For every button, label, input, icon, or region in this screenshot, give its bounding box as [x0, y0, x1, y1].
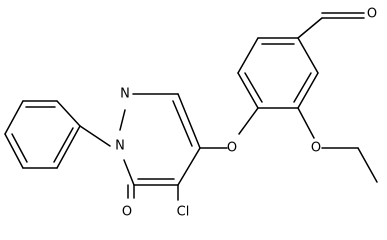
- aldehyde-ring-bond: [297, 17, 323, 39]
- aldehyde-oxygen-label: O: [367, 7, 377, 22]
- carbonyl-oxygen-label: O: [122, 205, 132, 220]
- phenyl-bond-3: [4, 100, 24, 135]
- pyridazinone-bond-c3-n2: [123, 159, 135, 186]
- benzene-bond-2: [237, 37, 259, 74]
- pyridazinone-bond-n2-n1: [119, 109, 126, 131]
- ethoxy-ring-bond: [297, 107, 315, 139]
- ethoxy-oxygen-label: O: [311, 141, 321, 156]
- phenyl-n-bond: [79, 125, 111, 147]
- benzene-bond-3: [237, 72, 259, 109]
- benzene-bond-3-inner: [244, 72, 263, 103]
- pyridazinone-bond-c6-c5: [177, 93, 201, 149]
- ether-oxygen-label: O: [227, 141, 237, 156]
- pyridazinone-bond-c5-c4: [177, 147, 201, 186]
- benzene-bond-5: [297, 72, 319, 109]
- ring-nitrogen-upper-label: N: [120, 87, 130, 102]
- ether-ring-bond: [238, 107, 259, 135]
- ethoxy-ch2-ch3-bond: [357, 147, 378, 183]
- phenyl-bond-4: [4, 133, 24, 169]
- phenyl-bond-1: [56, 100, 81, 127]
- ring-nitrogen-lower-label: N: [115, 139, 125, 154]
- phenyl-bond-6-inner: [53, 127, 74, 163]
- benzene-bond-5-inner: [293, 72, 312, 103]
- benzene-bond-6: [297, 37, 319, 74]
- structure-diagram: O N N O O O Cl: [4, 7, 378, 220]
- structure-canvas: O N N O O O Cl: [4, 7, 378, 220]
- phenyl-bond-6: [56, 125, 81, 169]
- pyridazinone-bond-c6-c5-inner: [172, 100, 193, 147]
- chlorine-label: Cl: [177, 205, 190, 220]
- phenyl-bond-4-inner: [11, 133, 28, 163]
